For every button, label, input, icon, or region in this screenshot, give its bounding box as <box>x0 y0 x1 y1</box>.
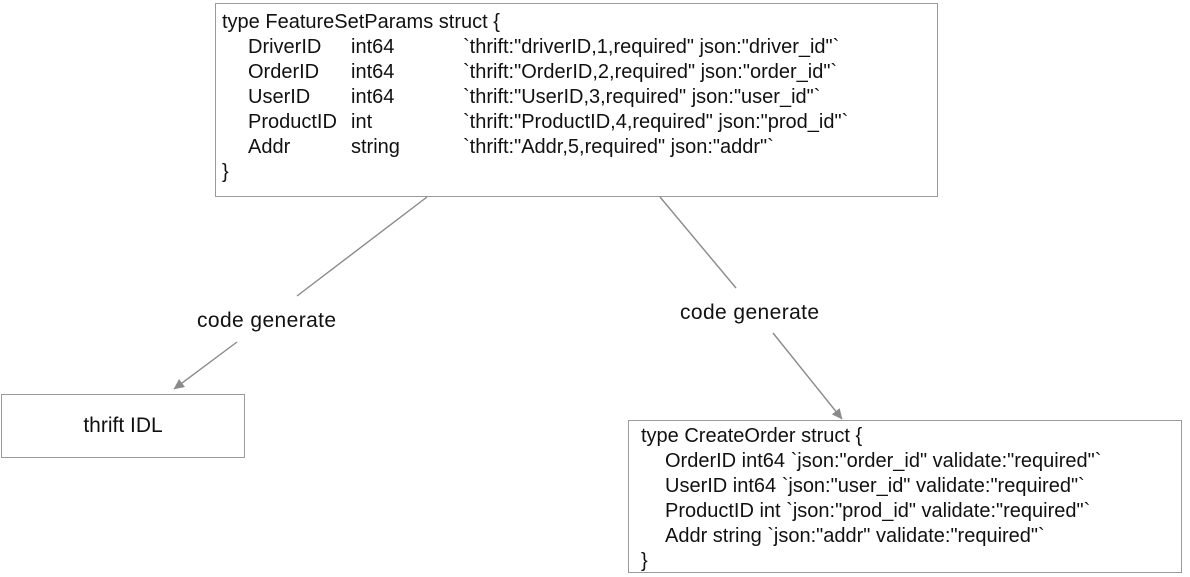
struct-open-line: type CreateOrder struct { <box>641 425 863 447</box>
right-arrow-upper-segment <box>659 196 737 289</box>
struct-field-row-addr: Addr string `thrift:"Addr,5,required" js… <box>248 135 937 160</box>
struct-field-line-orderid: OrderID int64 `json:"order_id" validate:… <box>665 450 1102 472</box>
field-name: UserID <box>248 86 311 108</box>
struct-field-row-driverid: DriverID int64 `thrift:"driverID,1,requi… <box>248 35 937 60</box>
field-tag: `thrift:"ProductID,4,required" json:"pro… <box>463 111 849 133</box>
field-name: DriverID <box>248 36 322 58</box>
struct-field-row-userid: UserID int64 `thrift:"UserID,3,required"… <box>248 85 937 110</box>
field-tag: `thrift:"driverID,1,required" json:"driv… <box>463 36 840 58</box>
left-arrow-label: code generate <box>197 309 337 332</box>
right-arrow-label: code generate <box>680 301 820 324</box>
field-tag: `thrift:"UserID,3,required" json:"user_i… <box>463 86 821 108</box>
field-type: int64 <box>351 36 395 58</box>
struct-field-row-productid: ProductID int `thrift:"ProductID,4,requi… <box>248 110 937 135</box>
struct-field-row-orderid: OrderID int64 `thrift:"OrderID,2,require… <box>248 60 937 85</box>
struct-close-line: } <box>641 550 648 572</box>
field-name: OrderID <box>248 61 320 83</box>
field-type: int64 <box>351 86 395 108</box>
featuresetparams-struct-box: type FeatureSetParams struct { DriverID … <box>215 3 938 197</box>
struct-field-line-userid: UserID int64 `json:"user_id" validate:"r… <box>665 475 1085 497</box>
field-name: Addr <box>248 136 291 158</box>
thrift-idl-label: thrift IDL <box>83 414 163 437</box>
field-tag: `thrift:"Addr,5,required" json:"addr"` <box>463 136 774 158</box>
field-name: ProductID <box>248 111 337 133</box>
struct-open-line: type FeatureSetParams struct { <box>222 11 500 33</box>
struct-field-line-productid: ProductID int `json:"prod_id" validate:"… <box>665 500 1091 522</box>
struct-close-line: } <box>222 161 229 183</box>
left-arrow-lower-segment <box>173 341 238 390</box>
createorder-struct-box: type CreateOrder struct { OrderID int64 … <box>628 420 1182 573</box>
field-type: int <box>351 111 373 133</box>
left-arrow-upper-segment <box>296 196 428 297</box>
struct-field-line-addr: Addr string `json:"addr" validate:"requi… <box>665 525 1045 547</box>
field-type: string <box>351 136 400 158</box>
field-tag: `thrift:"OrderID,2,required" json:"order… <box>463 61 838 83</box>
thrift-idl-box: thrift IDL <box>1 394 245 458</box>
field-type: int64 <box>351 61 395 83</box>
right-arrow-lower-segment <box>772 332 843 420</box>
